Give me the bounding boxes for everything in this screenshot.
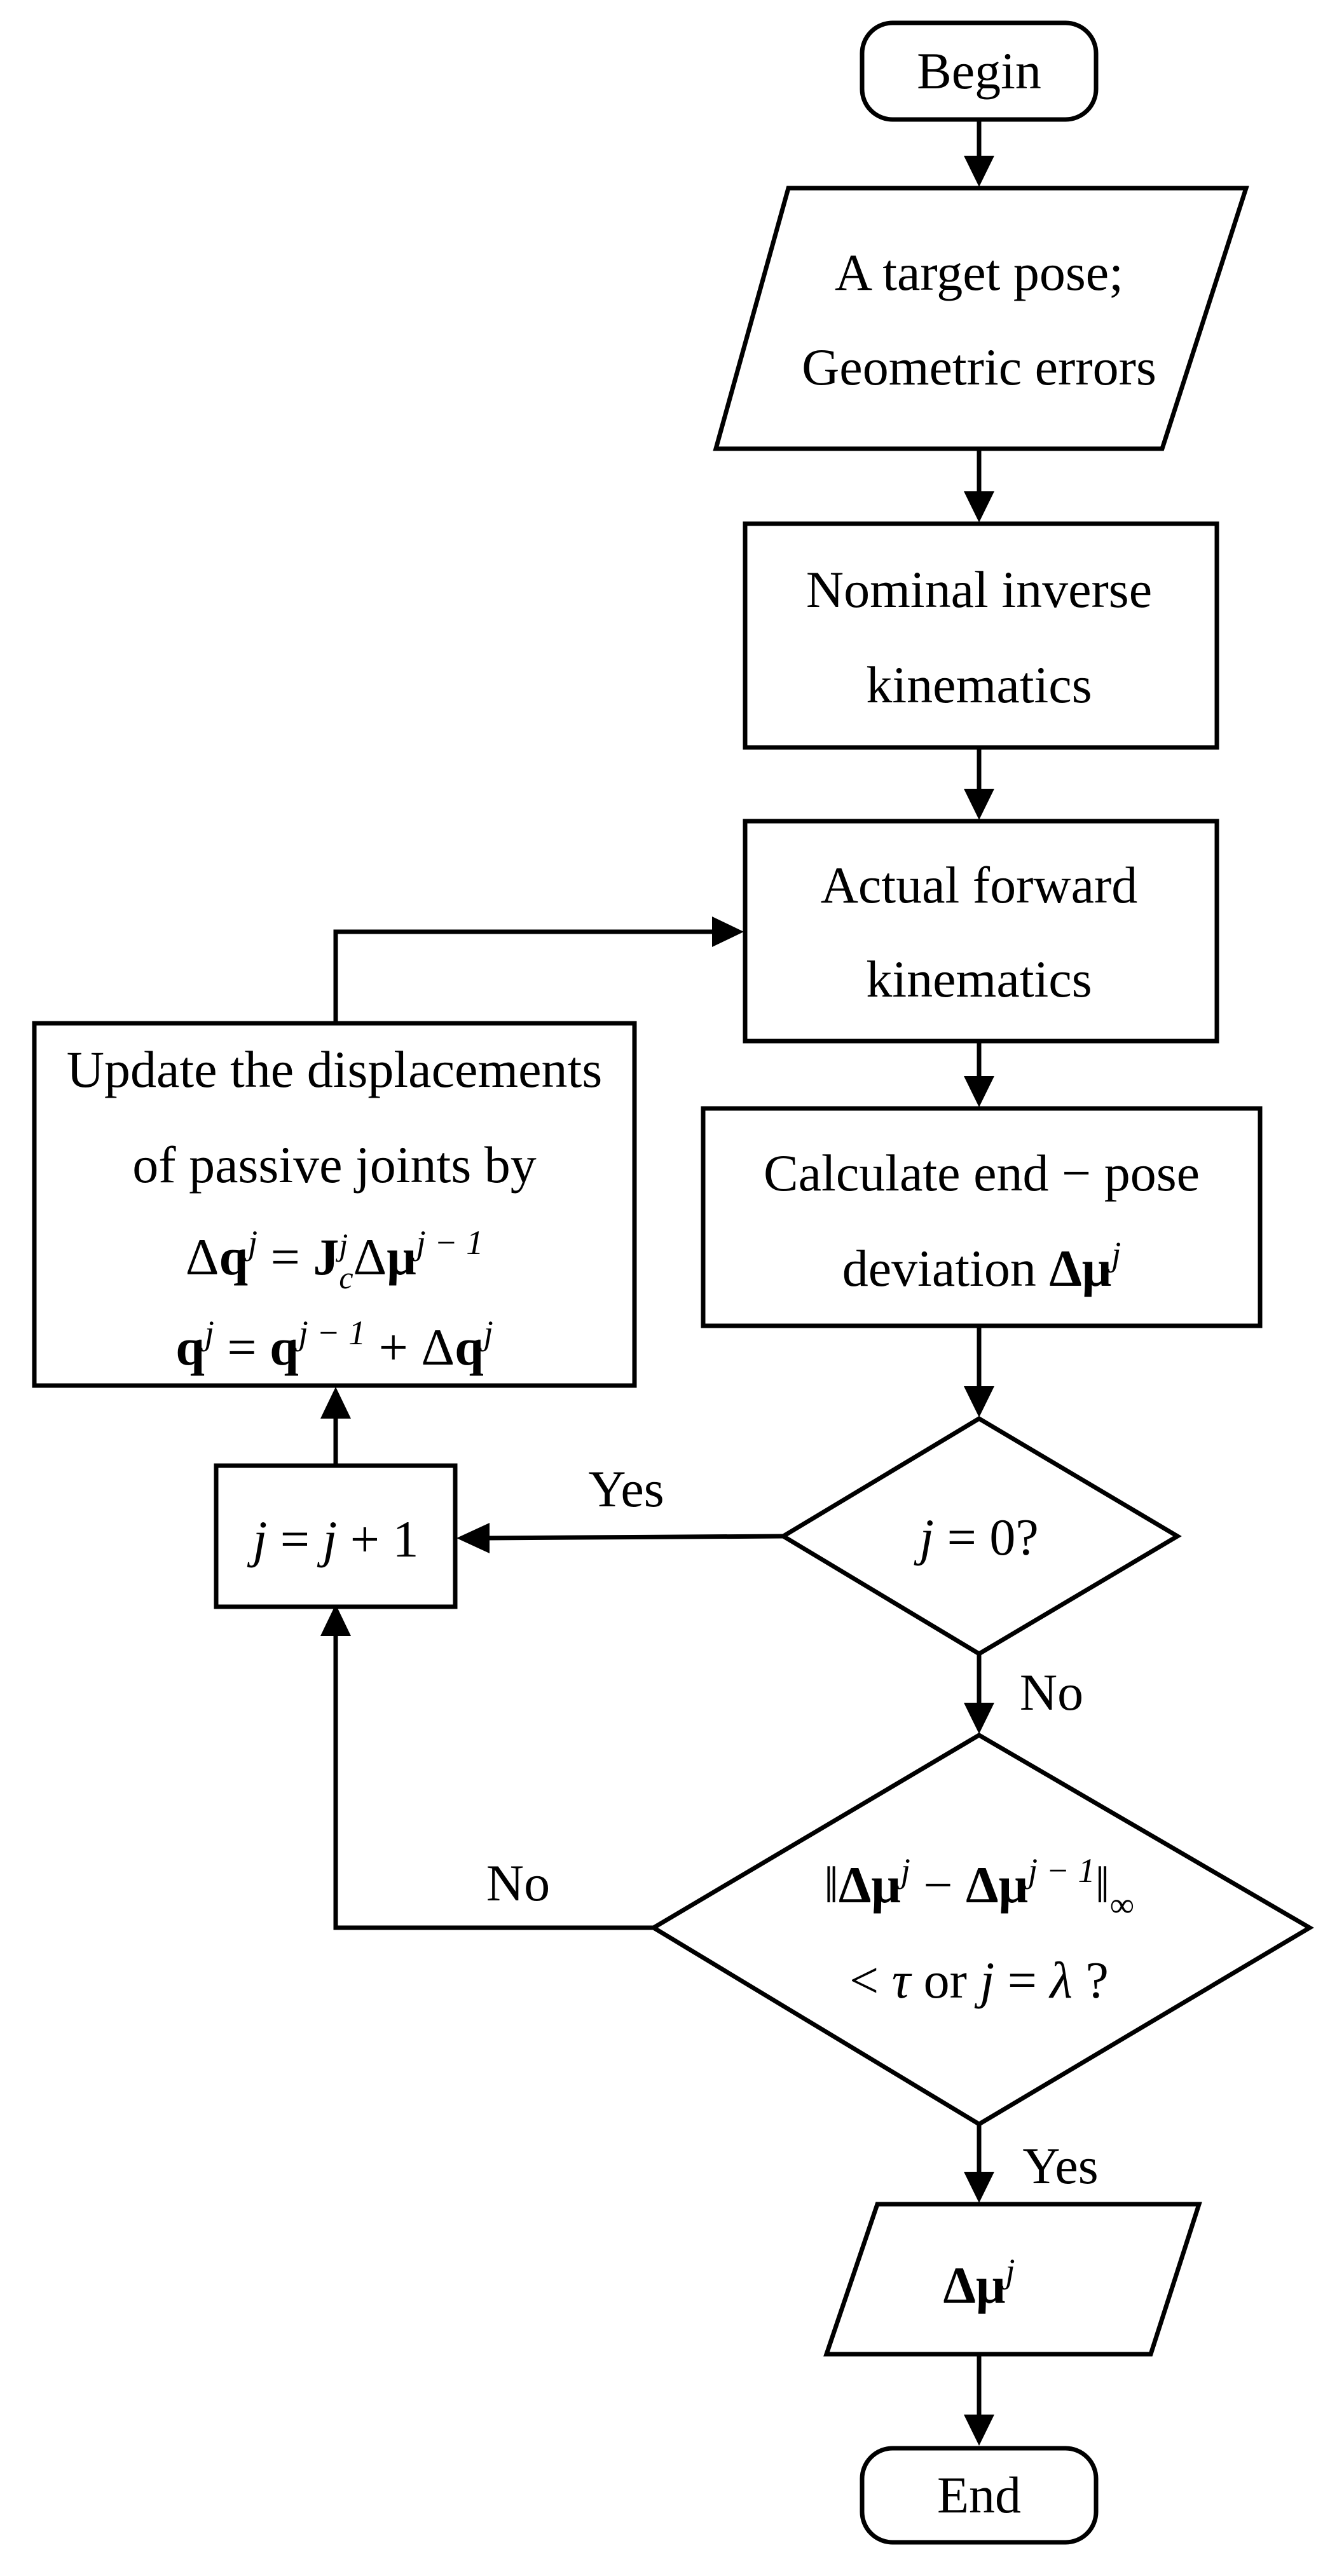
eq2-q2: q [270, 1318, 299, 1376]
nominal-ik-line2: kinematics [866, 656, 1092, 714]
eq2-equals: = [214, 1318, 270, 1376]
calculate-deviation-box [701, 1106, 1263, 1328]
eq1-delta: Δ [186, 1228, 219, 1286]
decision2-lt: < [849, 1951, 892, 2009]
arrowhead [320, 1387, 351, 1419]
increment-plus: + 1 [337, 1510, 418, 1568]
actual-fk-line1: Actual forward [821, 856, 1138, 914]
calc-line2: deviation Δμj [842, 1235, 1121, 1297]
eq2-plus: + [366, 1318, 421, 1376]
eq1-sup-jm1: j − 1 [413, 1223, 483, 1262]
arrowhead [964, 1703, 994, 1734]
decision2-inf: ∞ [1110, 1886, 1135, 1924]
output-sup-j: j [1001, 2252, 1015, 2290]
nominal-ik-line1: Nominal inverse [806, 561, 1152, 618]
calc-sup-j: j [1107, 1235, 1121, 1273]
eq2-delta: Δ [421, 1318, 455, 1376]
decision2-tau: τ [892, 1951, 912, 2009]
arrowhead [964, 789, 994, 820]
decision2-delta2: Δ [966, 1856, 998, 1914]
decision-convergence-check [649, 1732, 1314, 2127]
eq2-q1: q [175, 1318, 205, 1376]
input-line2: Geometric errors [802, 338, 1156, 396]
output-delta: Δ [943, 2256, 976, 2314]
decision2-norm-open: ‖ [824, 1856, 839, 1914]
decision2-delta1: Δ [839, 1856, 871, 1914]
output-mu: μ [976, 2256, 1006, 2314]
begin-label: Begin [917, 42, 1041, 100]
arrow-no-loop [333, 1627, 654, 1930]
arrowhead [712, 917, 744, 947]
arrowhead [320, 1604, 351, 1636]
eq1-delta2: Δ [353, 1228, 387, 1286]
decision2-qmark: ? [1073, 1951, 1109, 2009]
output-parallelogram [823, 2202, 1202, 2357]
label-no-mid: No [1020, 1663, 1083, 1721]
arrowhead [964, 1076, 994, 1107]
output-text: Δμj [943, 2252, 1015, 2314]
calc-line1: Calculate end − pose [764, 1144, 1200, 1202]
increment-equals: = [267, 1510, 322, 1568]
decision2-equals: = [994, 1951, 1050, 2009]
update-displacements-box [32, 1021, 637, 1388]
eq1-sup-j: j [244, 1223, 257, 1262]
arrowhead [964, 1386, 994, 1417]
arrowhead [964, 2172, 994, 2203]
decision2-line2: < τ or j = λ ? [849, 1951, 1109, 2009]
eq2-q3: q [455, 1318, 484, 1376]
calc-mu: μ [1082, 1239, 1112, 1297]
arrow-update-actual [333, 929, 721, 1023]
increment-text: j = j + 1 [247, 1510, 418, 1568]
calc-delta: Δ [1049, 1239, 1081, 1297]
decision2-minus: − [910, 1856, 966, 1914]
decision2-sup-j: j [897, 1851, 910, 1890]
arrowhead [456, 1523, 490, 1553]
end-terminal [860, 2446, 1099, 2545]
decision1-text: j = 0? [914, 1508, 1038, 1566]
label-yes-bottom: Yes [1022, 2137, 1098, 2195]
decision2-line1: ‖Δμj − Δμj − 1‖∞ [824, 1851, 1134, 1924]
eq1-mu: μ [387, 1228, 416, 1286]
eq2-sup-jm1: j − 1 [295, 1314, 366, 1352]
eq1-J-sub: c [339, 1260, 353, 1295]
arrow-yes-increment [481, 1534, 784, 1541]
input-parallelogram [713, 186, 1249, 451]
decision1-rest: = 0? [934, 1508, 1039, 1566]
end-label: End [937, 2466, 1021, 2524]
eq1-q: q [219, 1228, 249, 1286]
arrowhead [964, 156, 994, 187]
input-line1: A target pose; [835, 243, 1123, 301]
decision2-mu1: μ [871, 1856, 901, 1914]
calc-line2-text: deviation [842, 1239, 1050, 1297]
arrowhead [964, 491, 994, 522]
update-line2: of passive joints by [132, 1136, 536, 1194]
nominal-inverse-kinematics-box [743, 521, 1219, 750]
decision2-sup-jm1: j − 1 [1024, 1851, 1095, 1890]
update-line1: Update the displacements [67, 1040, 603, 1098]
actual-forward-kinematics-box [743, 819, 1219, 1044]
label-yes-top: Yes [588, 1460, 664, 1518]
label-no-left: No [486, 1854, 550, 1912]
decision2-mu2: μ [999, 1856, 1029, 1914]
update-eq2: qj = qj − 1 + Δqj [175, 1314, 493, 1376]
decision2-norm-close: ‖ [1095, 1856, 1110, 1914]
eq1-equals: = [257, 1228, 313, 1286]
decision2-lambda: λ [1049, 1951, 1073, 2009]
eq1-J: J [313, 1228, 339, 1286]
eq2-sup-j: j [201, 1314, 214, 1352]
arrowhead [964, 2415, 994, 2446]
actual-fk-line2: kinematics [866, 950, 1092, 1008]
decision2-or: or [910, 1951, 980, 2009]
eq2-sup-j2: j [480, 1314, 493, 1352]
